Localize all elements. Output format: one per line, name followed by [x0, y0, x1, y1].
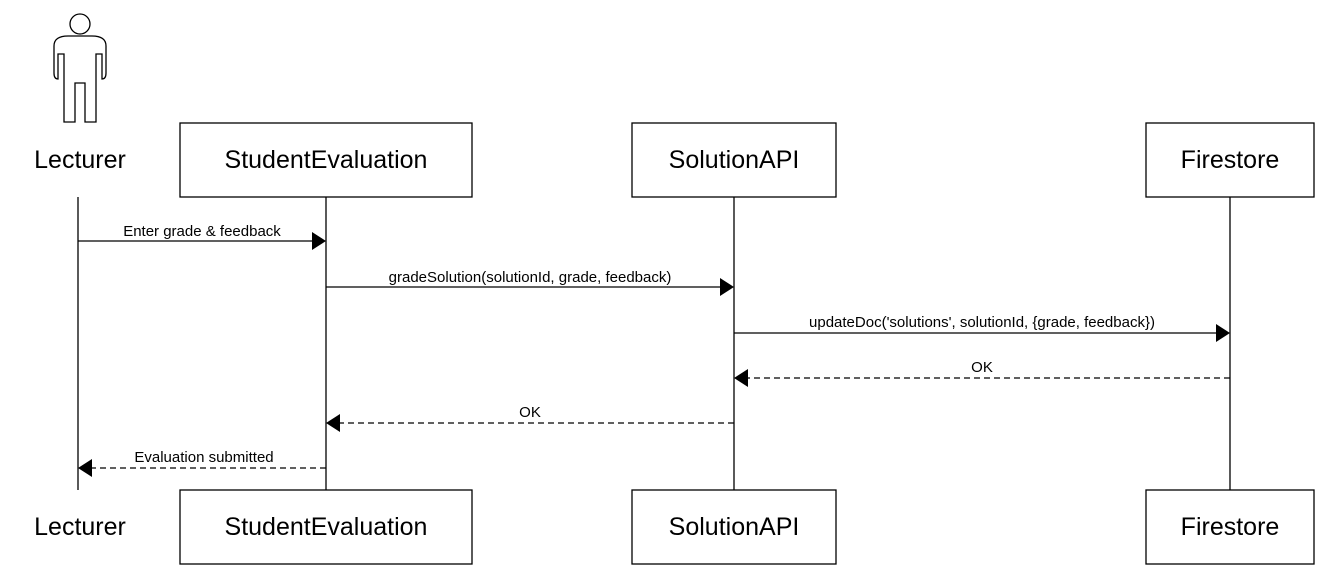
participant-top-student-evaluation-label: StudentEvaluation — [225, 146, 428, 174]
message-label: Enter grade & feedback — [123, 223, 281, 240]
participant-bottom-lecturer: Lecturer — [34, 513, 126, 541]
arrowhead — [1216, 324, 1230, 342]
participant-bottom-student-evaluation-label: StudentEvaluation — [225, 513, 428, 541]
participant-bottom-firestore: Firestore — [1145, 489, 1315, 565]
message-update-doc: updateDoc('solutions', solutionId, {grad… — [734, 314, 1230, 342]
message-label: updateDoc('solutions', solutionId, {grad… — [809, 314, 1155, 331]
participant-bottom-student-evaluation: StudentEvaluation — [179, 489, 473, 565]
message-ok-firestore: OK — [734, 359, 1230, 387]
participant-bottom-solution-api: SolutionAPI — [631, 489, 837, 565]
arrowhead — [720, 278, 734, 296]
message-label: Evaluation submitted — [134, 449, 273, 466]
participant-top-solution-api-label: SolutionAPI — [669, 146, 800, 174]
arrowhead — [326, 414, 340, 432]
message-label: OK — [519, 404, 541, 421]
arrowhead — [734, 369, 748, 387]
participant-bottom-firestore-label: Firestore — [1181, 513, 1280, 541]
message-enter-grade: Enter grade & feedback — [78, 223, 326, 250]
participant-top-firestore-label: Firestore — [1181, 146, 1280, 174]
arrowhead — [312, 232, 326, 250]
participant-top-lecturer: Lecturer — [34, 146, 126, 174]
participant-top-student-evaluation: StudentEvaluation — [179, 122, 473, 198]
participant-top-firestore: Firestore — [1145, 122, 1315, 198]
message-label: OK — [971, 359, 993, 376]
message-evaluation-submitted: Evaluation submitted — [78, 449, 326, 477]
participant-top-solution-api: SolutionAPI — [631, 122, 837, 198]
lecturer-actor-icon — [53, 13, 107, 123]
message-grade-solution: gradeSolution(solutionId, grade, feedbac… — [326, 269, 734, 296]
message-ok-solution-api: OK — [326, 404, 734, 432]
message-label: gradeSolution(solutionId, grade, feedbac… — [389, 269, 672, 286]
arrowhead — [78, 459, 92, 477]
participant-bottom-solution-api-label: SolutionAPI — [669, 513, 800, 541]
